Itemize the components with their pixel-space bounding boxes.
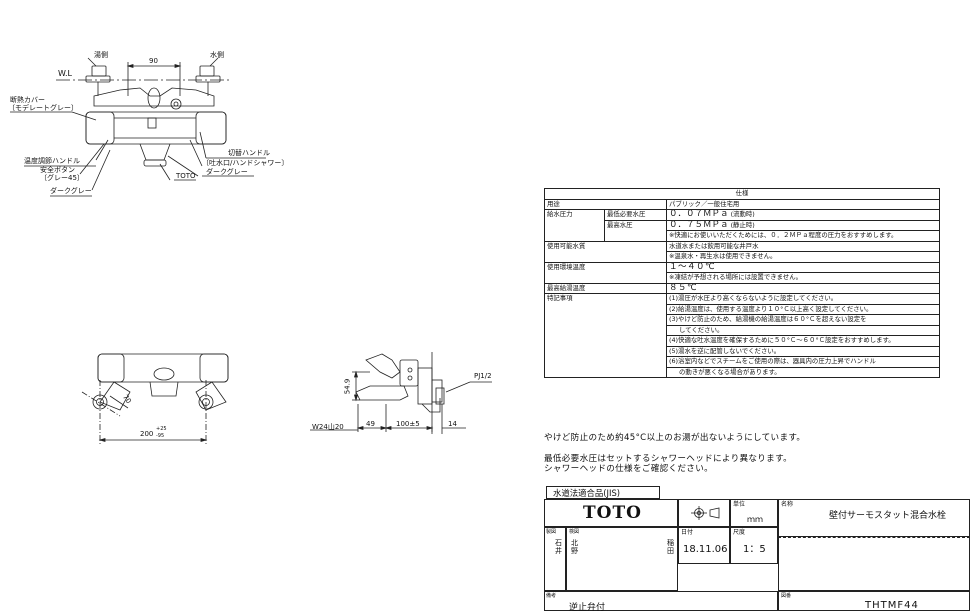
wl-label: W.L <box>58 69 72 78</box>
insulation-cover-color-label: 〔モデレートグレー〕 <box>8 104 78 112</box>
date-value: 18.11.06 <box>683 544 728 555</box>
spec-max-label: 最高水圧 <box>604 219 667 242</box>
spec-special-1: (1)湯圧が水圧より高くならないように設定してください。 <box>666 293 940 305</box>
name-cell: 名称 壁付サーモスタット混合水栓 <box>778 499 970 537</box>
spec-min-label: 最低必要水圧 <box>604 209 667 221</box>
checker-name-a: 北 <box>571 539 578 547</box>
scale-cell: 尺度 1：5 <box>730 527 778 564</box>
note-scald: やけど防止のため約45°C以上のお湯が出ないようにしています。 <box>544 433 806 443</box>
brand-logo: TOTO <box>583 503 642 523</box>
drafter-name-b: 井 <box>555 547 562 555</box>
switch-handle-label: 切替ハンドル <box>228 149 270 157</box>
hot-side-label: 湯側 <box>94 51 108 59</box>
side-view <box>310 352 492 434</box>
spec-water-value: 水道水または飲用可能な井戸水 <box>666 240 940 252</box>
spec-min-value: ０．０７ＭＰａ <box>669 209 729 219</box>
dim-200-tol-upper: +25 <box>156 426 167 432</box>
spec-special-3b: してください。 <box>666 324 940 336</box>
spec-special-3a: (3)やけど防止のため、給湯機の給湯温度は６０°Ｃを超えない設定を <box>666 314 940 326</box>
remarks-label: 備考 <box>546 593 557 599</box>
blank-cell <box>778 537 970 591</box>
switch-handle-desc-label: 〔吐水口/ハンドシャワー〕 <box>202 159 289 167</box>
spec-maxhot-value: ８５℃ <box>666 282 940 294</box>
toto-mark-label: TOTO <box>176 172 196 180</box>
dark-gray-right-label: ダークグレー <box>206 168 248 176</box>
safety-button-color-label: 〔グレー45〕 <box>40 174 84 182</box>
note-pressure: 最低必要水圧はセットするシャワーヘッドにより異なります。 <box>544 454 792 464</box>
dim-90-label: 90 <box>149 57 158 65</box>
dim-200-label: 200 <box>140 430 154 438</box>
remarks-value: 逆止弁付 <box>569 603 606 613</box>
unit-value: ｍｍ <box>747 515 763 524</box>
remarks-cell: 備考 逆止弁付 <box>544 591 778 613</box>
spec-min-note: (流動時) <box>730 210 755 218</box>
dim-100-label: 100±5 <box>396 420 420 428</box>
cold-side-label: 水側 <box>210 51 224 59</box>
w24-label: W24山20 <box>312 423 344 431</box>
spec-env-label: 使用環境温度 <box>544 261 667 284</box>
note-check-spec: シャワーヘッドの仕様をご確認ください。 <box>544 464 713 474</box>
drawing-no-value: THTMF44 <box>865 600 919 611</box>
faucet-drawing <box>10 57 492 446</box>
name-label: 名称 <box>781 501 794 508</box>
temp-handle-label: 温度調節ハンドル <box>24 157 80 165</box>
spec-use-value: パブリック／一般住宅用 <box>666 198 940 210</box>
dim-14-label: 14 <box>448 420 457 428</box>
insulation-cover-label: 断熱カバー <box>10 96 45 104</box>
checker-cell: 検図 北 野 稲 田 <box>566 527 678 591</box>
spec-maxhot-label: 最高給湯温度 <box>544 282 667 294</box>
scale-label: 尺度 <box>733 529 746 536</box>
drafter-cell: 製図 石 井 <box>544 527 566 591</box>
spec-title: 仕様 <box>544 188 940 200</box>
spec-water-label: 使用可能水質 <box>544 240 667 263</box>
dim-54-9-label: 54.9 <box>343 378 352 395</box>
checker-name-c: 稲 <box>667 539 674 547</box>
spec-env-value: １～４０℃ <box>666 261 940 273</box>
dim-49-label: 49 <box>366 420 375 428</box>
drafter-name-a: 石 <box>555 539 562 547</box>
checker-label: 検図 <box>569 529 580 535</box>
spec-special-4: (4)快適な吐水温度を確保するために５０°Ｃ～６０°Ｃ設定をおすすめします。 <box>666 335 940 347</box>
safety-button-label: 安全ボタン <box>40 166 75 174</box>
scale-value: 1：5 <box>743 544 766 555</box>
projection-symbol-icon <box>691 506 720 520</box>
drawing-no-label: 図番 <box>781 593 792 599</box>
unit-label: 単位 <box>733 501 746 508</box>
spec-table: 仕様 用途 パブリック／一般住宅用 給水圧力 最低必要水圧 ０．０７ＭＰａ (流… <box>544 188 940 378</box>
spec-pressure-label: 給水圧力 <box>544 209 605 242</box>
unit-cell: 単位 ｍｍ <box>730 499 778 527</box>
checker-name-b: 野 <box>571 547 578 555</box>
date-cell: 日付 18.11.06 <box>678 527 730 564</box>
spec-max-note: (静止時) <box>730 220 755 229</box>
spec-special-label: 特記事項 <box>544 293 667 378</box>
front-view <box>10 57 266 197</box>
spec-special-6b: の動きが悪くなる場合があります。 <box>666 366 940 378</box>
drafter-label: 製図 <box>546 529 557 535</box>
projection-cell <box>678 499 730 527</box>
spec-water-note: ※温泉水・再生水は使用できません。 <box>666 251 940 263</box>
dark-gray-left-label: ダークグレー <box>50 187 92 195</box>
date-label: 日付 <box>681 529 694 536</box>
spec-env-note: ※凍結が予想される場所には設置できません。 <box>666 272 940 284</box>
brand-cell: TOTO <box>544 499 678 527</box>
spec-special-6a: (6)浴室内などでスチームをご使用の際は、器具内の圧力上昇でハンドル <box>666 356 940 368</box>
spec-use-label: 用途 <box>544 198 667 210</box>
spec-special-5: (5)湯水を逆に配管しないでください。 <box>666 345 940 357</box>
bottom-view <box>81 353 229 446</box>
jis-tag-box: 水道法適合品(JIS) <box>546 486 660 499</box>
pj-label: PJ1/2 <box>474 372 492 380</box>
jis-tag: 水道法適合品(JIS) <box>553 488 621 498</box>
spec-max-value: ０．７５ＭＰａ <box>669 220 729 230</box>
spec-pressure-note: ※快適にお使いいただくためには、０．２ＭＰａ程度の圧力をおすすめします。 <box>666 230 940 242</box>
product-name: 壁付サーモスタット混合水栓 <box>829 511 947 521</box>
checker-name-d: 田 <box>667 547 674 555</box>
dim-200-tol-lower: -95 <box>156 433 165 439</box>
spec-special-2: (2)給湯温度は、使用する温度より１０°Ｃ以上高く設定してください。 <box>666 303 940 315</box>
drawing-no-cell: 図番 THTMF44 <box>778 591 970 611</box>
